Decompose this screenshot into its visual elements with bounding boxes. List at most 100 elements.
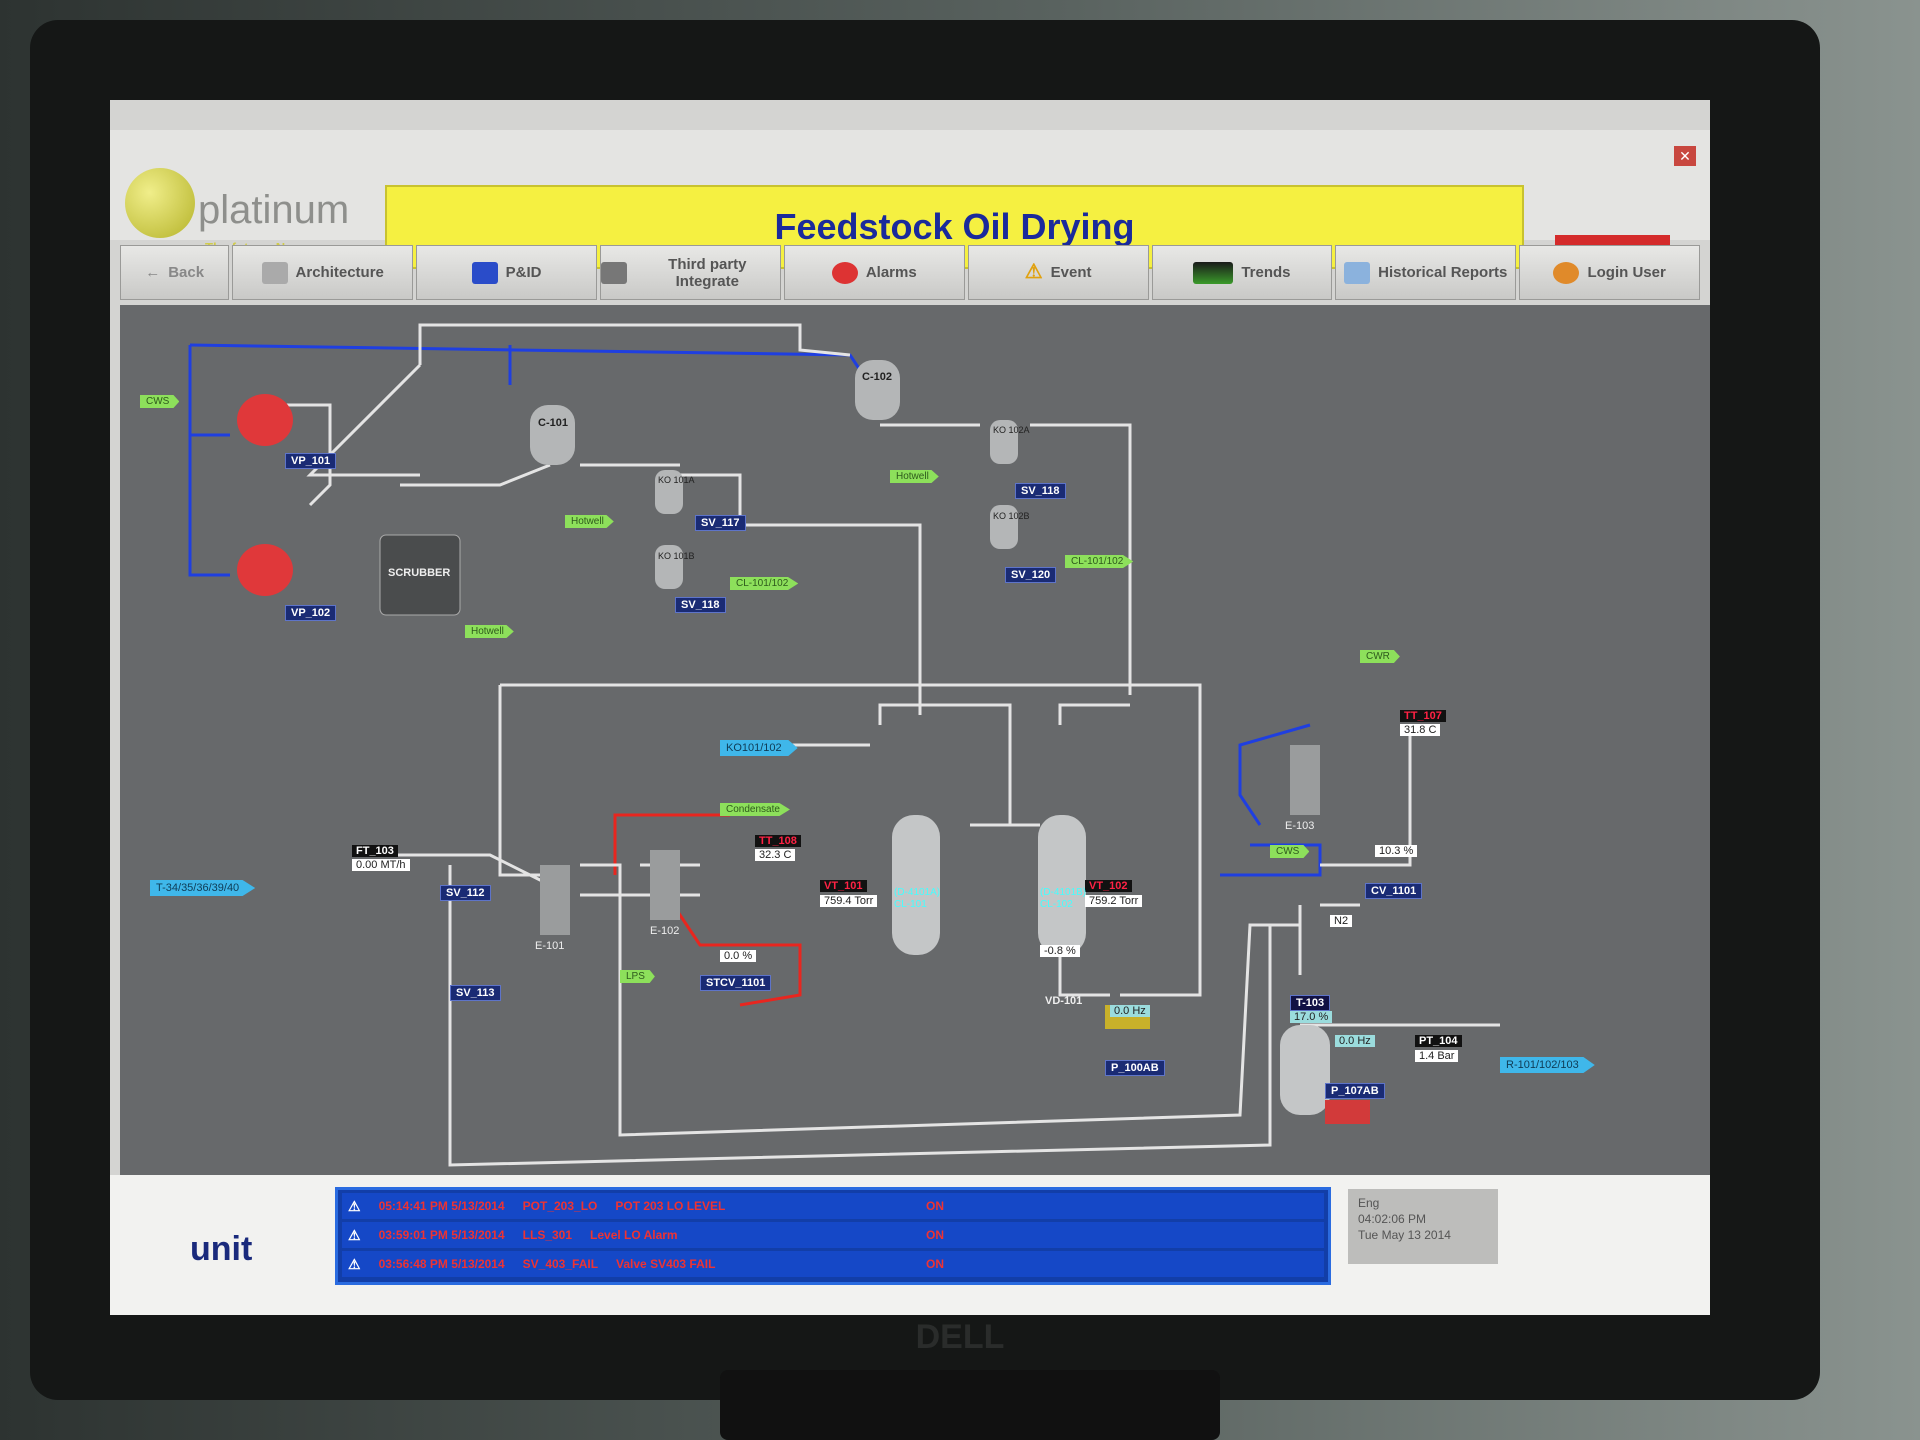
alarm-state: ON	[926, 1228, 944, 1242]
pump-p107ab	[1325, 1100, 1370, 1124]
pipe-white	[418, 323, 851, 365]
alarm-row[interactable]: ⚠ 05:14:41 PM 5/13/2014 POT_203_LO POT 2…	[342, 1193, 1324, 1219]
dryer-cl101	[892, 815, 940, 955]
alarm-time: 03:59:01 PM 5/13/2014	[378, 1228, 505, 1242]
vd-value: -0.8 %	[1040, 945, 1080, 957]
stcv-value: 0.0 %	[720, 950, 757, 962]
condenser-c101	[530, 405, 575, 465]
condenser-c102	[855, 360, 900, 420]
third-party-button[interactable]: Third party Integrate	[599, 245, 781, 300]
alarm-bell-icon	[831, 261, 858, 284]
clock-time: 04:02:06 PM	[1358, 1212, 1427, 1226]
logo-text: platinum	[198, 188, 350, 232]
ko101a-vessel	[655, 470, 683, 514]
sv118-tag-a[interactable]: SV_118	[675, 597, 726, 613]
ko102b-label: KO 102B	[993, 511, 1030, 521]
close-icon[interactable]: ✕	[1674, 146, 1696, 166]
back-label: Back	[168, 264, 205, 281]
cl102-label: CL-102	[1040, 899, 1073, 910]
c102-label: C-102	[862, 371, 892, 383]
nav-bar: ←Back Architecture P&ID Third party Inte…	[120, 245, 1701, 300]
vt101-tag[interactable]: VT_101	[820, 880, 867, 892]
trends-button[interactable]: Trends	[1151, 245, 1333, 300]
e101-label: E-101	[535, 940, 565, 952]
t103-value: 17.0 %	[1290, 1011, 1333, 1023]
cl101-102-arrow-b: CL-101/102	[1065, 555, 1134, 568]
pipe-white	[680, 473, 922, 715]
cv1101-tag[interactable]: CV_1101	[1365, 883, 1423, 899]
feed-inlet-arrow: T-34/35/36/39/40	[150, 880, 256, 896]
t103-tag[interactable]: T-103	[1290, 995, 1331, 1011]
c101-label: C-101	[538, 417, 568, 429]
outlet-arrow: R-101/102/103	[1500, 1057, 1595, 1073]
pt104-tag[interactable]: PT_104	[1415, 1035, 1462, 1047]
vp102-tag[interactable]: VP_102	[285, 605, 337, 621]
sv120-tag[interactable]: SV_120	[1005, 567, 1057, 583]
process-diagram: CWS VP_101 VP_102 SCRUBBER C-101 C-102 H…	[120, 305, 1710, 1175]
language-indicator: Eng	[1358, 1196, 1380, 1210]
dryer-b-indicator: (D-4101B)	[1040, 887, 1087, 898]
login-button[interactable]: Login User	[1519, 245, 1701, 300]
third-party-label: Third party Integrate	[668, 255, 747, 290]
alarm-desc: POT 203 LO LEVEL	[615, 1199, 726, 1213]
warning-icon: ⚠	[1024, 261, 1043, 283]
report-icon	[1344, 261, 1371, 284]
historical-reports-button[interactable]: Historical Reports	[1335, 245, 1517, 300]
event-button[interactable]: ⚠Event	[967, 245, 1149, 300]
alarm-banner[interactable]: ⚠ 05:14:41 PM 5/13/2014 POT_203_LO POT 2…	[335, 1187, 1331, 1285]
lps-arrow: LPS	[620, 970, 655, 983]
third-party-icon	[600, 261, 627, 284]
historical-label: Historical Reports	[1378, 264, 1508, 281]
pipe-blue	[1238, 723, 1311, 826]
pipe-white	[400, 463, 551, 487]
back-button[interactable]: ←Back	[120, 245, 230, 300]
alarm-time: 03:56:48 PM 5/13/2014	[378, 1257, 505, 1271]
pt104-value: 1.4 Bar	[1415, 1050, 1459, 1062]
heat-exchanger-e101	[540, 865, 570, 935]
vt102-value: 759.2 Torr	[1085, 895, 1143, 907]
sv117-tag[interactable]: SV_117	[695, 515, 746, 531]
p100ab-tag[interactable]: P_100AB	[1105, 1060, 1165, 1076]
page-title: Feedstock Oil Drying	[774, 206, 1135, 247]
unit-logo: unit	[190, 1230, 253, 1268]
vt102-tag[interactable]: VT_102	[1085, 880, 1132, 892]
vp101-tag[interactable]: VP_101	[285, 453, 337, 469]
scrubber-vessel	[379, 534, 461, 616]
sv112-tag[interactable]: SV_112	[440, 885, 491, 901]
alarm-warning-icon: ⚠	[348, 1226, 361, 1243]
vt101-value: 759.4 Torr	[820, 895, 878, 907]
ko101a-label: KO 101A	[658, 475, 695, 485]
stcv1101-tag[interactable]: STCV_1101	[700, 975, 772, 991]
pipe-white	[500, 683, 1202, 997]
tt108-tag[interactable]: TT_108	[755, 835, 801, 847]
alarm-row[interactable]: ⚠ 03:56:48 PM 5/13/2014 SV_403_FAIL Valv…	[342, 1251, 1324, 1277]
sv113-tag[interactable]: SV_113	[450, 985, 501, 1001]
alarms-button[interactable]: Alarms	[783, 245, 965, 300]
e102-label: E-102	[650, 925, 680, 937]
hotwell-arrow-1: Hotwell	[565, 515, 614, 528]
ft103-tag[interactable]: FT_103	[352, 845, 398, 857]
alarm-row[interactable]: ⚠ 03:59:01 PM 5/13/2014 LLS_301 Level LO…	[342, 1222, 1324, 1248]
ko102a-label: KO 102A	[993, 425, 1030, 435]
alarm-warning-icon: ⚠	[348, 1197, 361, 1214]
ft103-value: 0.00 MT/h	[352, 859, 410, 871]
login-label: Login User	[1587, 264, 1666, 281]
cl101-label: CL-101	[894, 899, 927, 910]
heat-exchanger-e102	[650, 850, 680, 920]
pipe-blue	[189, 343, 862, 371]
architecture-button[interactable]: Architecture	[232, 245, 414, 300]
tt107-tag[interactable]: TT_107	[1400, 710, 1446, 722]
pid-button[interactable]: P&ID	[416, 245, 597, 300]
p107ab-tag[interactable]: P_107AB	[1325, 1083, 1385, 1099]
pipe-white	[498, 685, 540, 877]
ko-feed-arrow: KO101/102	[720, 740, 798, 756]
alarm-state: ON	[926, 1199, 944, 1213]
pipe-white	[1058, 703, 1130, 725]
monitor-stand	[720, 1370, 1220, 1440]
hmi-screen: platinum The future. Now. Feedstock Oil …	[110, 100, 1710, 1315]
pipe-white	[448, 865, 1272, 1167]
alarms-label: Alarms	[865, 264, 917, 281]
sv118-tag-b[interactable]: SV_118	[1015, 483, 1066, 499]
n2-label: N2	[1330, 915, 1353, 927]
dryer-cl102	[1038, 815, 1086, 955]
